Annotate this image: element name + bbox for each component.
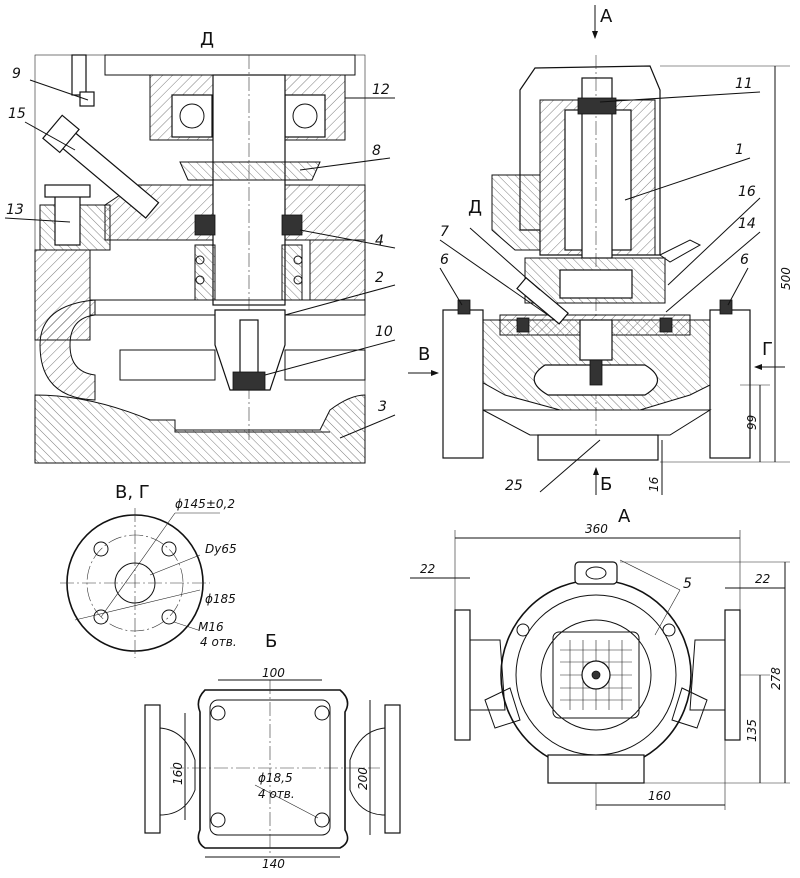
dim-99: 99	[745, 415, 759, 430]
arrow-g-label: Г	[762, 339, 773, 360]
dim-16: 16	[647, 476, 661, 492]
callout-9: 9	[12, 66, 21, 82]
callout-6-left: 6	[440, 252, 449, 268]
callout-3: 3	[378, 399, 387, 415]
plan-dim-278: 278	[769, 667, 783, 690]
callout-8: 8	[372, 143, 381, 159]
callout-13: 13	[6, 202, 24, 218]
flange-holes: 4 отв.	[200, 635, 237, 649]
callout-4: 4	[375, 233, 384, 249]
base-view: Б 100 160 200 ϕ18,5 4 отв. 140	[144, 631, 401, 871]
base-hole: ϕ18,5	[258, 771, 293, 785]
front-view: А В Г	[408, 5, 793, 495]
base-dim-140: 140	[262, 857, 285, 871]
flange-bolt-circle: ϕ145±0,2	[175, 497, 235, 511]
view-a-plan-title: А	[618, 506, 631, 527]
plan-dim-135: 135	[745, 719, 759, 742]
view-b-bottom-label: Б	[600, 474, 612, 495]
view-b-title: Б	[265, 631, 277, 652]
plan-dim-22-right: 22	[755, 572, 770, 586]
callout-12: 12	[372, 82, 390, 98]
base-dim-160: 160	[171, 762, 185, 785]
plan-dim-360: 360	[585, 522, 608, 536]
plan-view: А 360	[410, 506, 790, 810]
flange-thread: M16	[198, 620, 224, 634]
callout-25: 25	[505, 478, 523, 494]
base-holes: 4 отв.	[258, 787, 295, 801]
callout-16: 16	[738, 184, 756, 200]
view-a-top-label: А	[600, 6, 613, 27]
section-d-view: Д	[4, 29, 396, 464]
callout-7: 7	[440, 224, 449, 240]
arrow-v-label: В	[418, 344, 430, 365]
flange-outer: ϕ185	[205, 592, 236, 606]
callout-6-right: 6	[740, 252, 749, 268]
section-d-title: Д	[200, 29, 214, 50]
callout-14: 14	[738, 216, 756, 232]
plan-dim-22-left: 22	[420, 562, 435, 576]
callout-1: 1	[735, 142, 744, 158]
plan-callout-5: 5	[683, 576, 692, 592]
base-dim-200: 200	[356, 767, 370, 790]
callout-15: 15	[8, 106, 26, 122]
flange-view: В, Г ϕ145±0,2 Dy65 ϕ185 M16 4 отв.	[60, 482, 237, 658]
callout-11: 11	[735, 76, 753, 92]
callout-10: 10	[375, 324, 393, 340]
callout-2: 2	[375, 270, 384, 286]
plan-dim-160: 160	[648, 789, 671, 803]
dim-500: 500	[779, 267, 793, 290]
flange-bore: Dy65	[205, 542, 237, 556]
callout-d-front: Д	[468, 197, 482, 218]
view-vg-title: В, Г	[115, 482, 150, 503]
base-dim-100: 100	[262, 666, 285, 680]
